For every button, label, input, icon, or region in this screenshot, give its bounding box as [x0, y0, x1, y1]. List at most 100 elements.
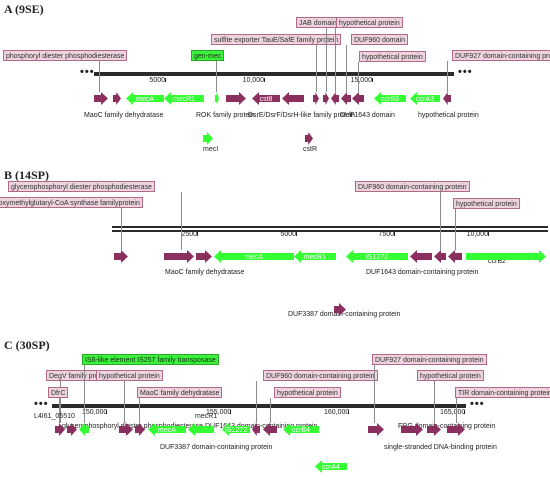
- scale-tick: [197, 232, 198, 236]
- gene-annotation-label: IS6-like element IS257 family transposas…: [82, 354, 219, 365]
- genome-track: [94, 72, 454, 76]
- gene-annotation-label: gen-mec: [191, 50, 225, 61]
- gene-arrow: [119, 423, 133, 436]
- label-leader: [316, 45, 317, 92]
- gene-annotation-label: sulfite exporter TauE/SafE family protei…: [211, 34, 342, 45]
- resistance-gene-arrow: [214, 250, 294, 263]
- scale-tick: [394, 232, 395, 236]
- scale-tick-label: 10,000: [242, 77, 264, 84]
- gene-annotation-label: DUF927 domain-containing protein: [372, 354, 487, 365]
- label-leader: [374, 365, 375, 423]
- resistance-gene-arrow: [79, 423, 89, 436]
- scale-tick-label: 2500: [181, 231, 197, 238]
- scale-tick-label: 15,000: [350, 77, 372, 84]
- panel-a-title: A (9SE): [4, 2, 44, 16]
- scale-tick: [296, 232, 297, 236]
- scale-tick-label: 5000: [149, 77, 165, 84]
- gene-arrow: [113, 92, 121, 105]
- gene-name-label: mecA: [245, 254, 263, 261]
- label-leader: [270, 398, 271, 423]
- label-leader: [124, 381, 125, 423]
- gene-name-label: cst8: [260, 96, 273, 103]
- gene-name-label: IS1272: [225, 427, 247, 434]
- continuation-dots-left: •••: [80, 66, 95, 78]
- resistance-gene-arrow: [374, 92, 406, 105]
- gene-annotation-label: hypothetical protein: [96, 370, 163, 381]
- gene-arrow: [67, 423, 77, 436]
- gene-product-label: MaoC family dehydratase: [84, 112, 164, 119]
- gene-name-label: mecR1: [304, 254, 326, 261]
- label-leader: [181, 192, 182, 250]
- gene-arrow: [135, 423, 145, 436]
- gene-product-label: L4I61_05510: [34, 413, 75, 420]
- gene-name-label: mecA: [136, 96, 154, 103]
- panel-c-title: C (30SP): [4, 338, 50, 352]
- gene-arrow: [282, 92, 304, 105]
- gene-arrow: [313, 92, 319, 105]
- gene-arrow: [427, 423, 441, 436]
- scale-tick: [464, 410, 465, 414]
- gene-annotation-label: DUF960 domain-containing protein: [355, 181, 470, 192]
- gene-arrow: [410, 250, 432, 263]
- resistance-gene-arrow: [294, 250, 336, 263]
- gene-arrow: [226, 92, 246, 105]
- resistance-gene-arrow: [283, 423, 319, 436]
- gene-name-label: mecR1: [173, 96, 195, 103]
- gene-name-label: ccrA3: [416, 96, 434, 103]
- gene-product-label: DsrE/DsrF/DsrH-like family protein: [248, 112, 355, 119]
- gene-product-label: cstR: [303, 146, 317, 152]
- gene-arrow: [252, 423, 260, 436]
- gene-arrow: [114, 250, 128, 263]
- resistance-gene-arrow: [410, 92, 440, 105]
- gene-annotation-label: TIR domain-containing protein: [455, 387, 550, 398]
- gene-product-label: hypothetical protein: [418, 112, 479, 119]
- gene-arrow: [334, 303, 346, 316]
- gene-annotation-label: DUF960 domain-containing protein: [263, 370, 378, 381]
- resistance-gene-arrow: [215, 92, 219, 105]
- gene-product-label: ROK family protein: [196, 112, 255, 119]
- scale-tick-label: 165,000: [440, 409, 466, 416]
- gene-product-label: FRG domain-containing protein: [398, 423, 496, 430]
- gene-annotation-label: MaoC family dehydratase: [137, 387, 223, 398]
- gene-name-label: ccrB3: [381, 96, 399, 103]
- gene-annotation-label: hypothetical protein: [336, 17, 403, 28]
- scale-tick-label: 160,000: [324, 409, 350, 416]
- gene-arrow: [55, 423, 65, 436]
- continuation-dots-right: •••: [470, 398, 485, 410]
- scale-tick: [348, 410, 349, 414]
- resistance-gene-arrow: [203, 132, 213, 145]
- scale-tick-label: 155,000: [206, 409, 232, 416]
- gene-name-label: ccrB4: [292, 427, 310, 434]
- label-leader: [139, 398, 140, 423]
- continuation-dots-right: •••: [458, 66, 473, 78]
- gene-arrow: [341, 92, 351, 105]
- gene-annotation-label: hypothetical protein: [274, 387, 341, 398]
- resistance-gene-arrow: [188, 423, 214, 436]
- gene-product-label: DUF1643 domain: [340, 112, 395, 119]
- gene-arrow: [368, 423, 384, 436]
- scale-tick: [372, 78, 373, 82]
- label-leader: [434, 381, 435, 423]
- gene-product-label: mecR1: [195, 413, 218, 420]
- label-leader: [440, 192, 441, 250]
- gene-annotation-label: DUF927 domain-containing protein: [452, 50, 550, 61]
- scale-tick: [165, 78, 166, 82]
- label-leader: [84, 365, 85, 423]
- label-leader: [59, 398, 60, 423]
- gene-product-label: DUF3387 domain-containing protein: [160, 444, 273, 451]
- gene-product-label: single-stranded DNA-binding protein: [384, 444, 497, 451]
- gene-arrow: [252, 92, 280, 105]
- gene-arrows: mecA mecR1 cst8 ccrB3 ccrA3: [94, 92, 451, 145]
- gene-arrow: [331, 92, 339, 105]
- gene-arrow: [434, 250, 446, 263]
- gene-annotation-label: hypothetical protein: [453, 198, 520, 209]
- scale-tick-label: 7500: [378, 231, 394, 238]
- gene-annotation-label: DUF960 domain: [351, 34, 408, 45]
- gene-product-label: glycerophosphoryl diester phosphodiester…: [62, 423, 203, 430]
- label-leader: [60, 381, 61, 423]
